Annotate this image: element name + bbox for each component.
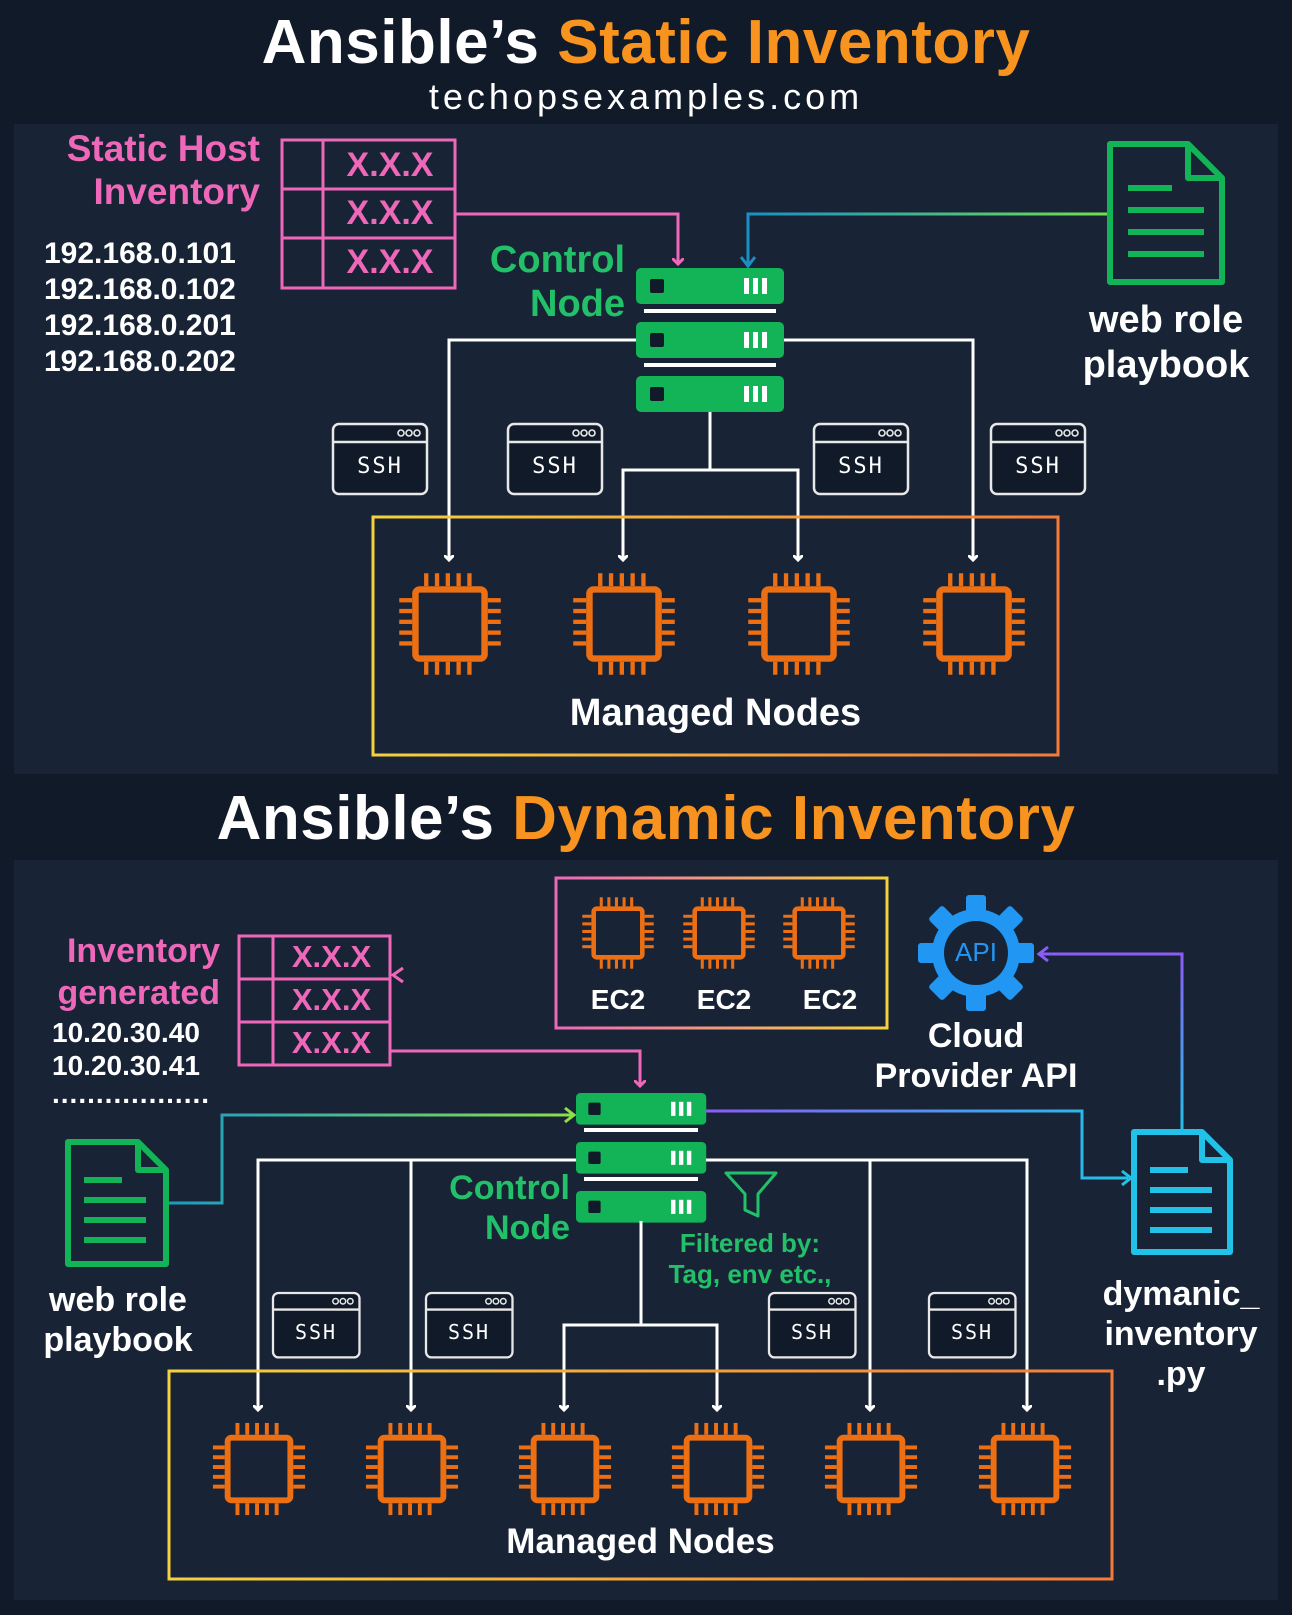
chip-icon — [923, 573, 1025, 675]
chip-icon — [213, 1423, 305, 1515]
filter-label: Filtered by: Tag, env etc., — [655, 1228, 845, 1290]
cloud-provider-label-line2: Provider API — [874, 1057, 1078, 1095]
ip-item: 192.168.0.101 — [44, 237, 236, 270]
ec2-label: EC2 — [802, 984, 858, 1015]
playbook-to-control-arrow — [168, 1113, 572, 1205]
dynamic-playbook-document-icon — [65, 1139, 169, 1267]
dynamic-managed-nodes-label: Managed Nodes — [506, 1522, 775, 1561]
dynamic-control-node-label: Control Node — [420, 1168, 570, 1248]
ssh-label: SSH — [1015, 454, 1061, 479]
ip-item: 192.168.0.102 — [44, 273, 236, 306]
static-inventory-label-line2: Inventory — [93, 170, 260, 212]
funnel-icon — [724, 1171, 778, 1218]
dynamic-inventory-label-line2: generated — [57, 974, 221, 1012]
cloud-provider-label: Cloud Provider API — [856, 1016, 1096, 1096]
control-node-label-line1: Control — [449, 1169, 570, 1207]
static-playbook-document-icon — [1107, 141, 1225, 285]
dynamic-inventory-label: Inventory generated — [30, 930, 221, 1014]
ec2-chip-icon — [582, 897, 653, 968]
playbook-label-line2: playbook — [43, 1321, 193, 1359]
dynamic-inventory-script-label: dymanic_ inventory .py — [1086, 1274, 1276, 1394]
table-to-control-arrow — [390, 1049, 640, 1086]
dynamic-playbook-label: web role playbook — [20, 1280, 216, 1360]
filter-label-line1: Filtered by: — [679, 1228, 821, 1258]
static-managed-nodes-box — [371, 515, 1060, 757]
script-label-line2: inventory — [1104, 1315, 1258, 1353]
static-playbook-label: web role playbook — [1060, 298, 1272, 388]
table-cell: X.X.X — [346, 194, 434, 232]
dynamic-ip-list: 10.20.30.40 10.20.30.41 ................… — [52, 1016, 211, 1109]
static-managed-nodes-label: Managed Nodes — [569, 692, 862, 734]
gear-icon — [918, 895, 1034, 1011]
chip-icon — [573, 573, 675, 675]
static-ip-list: 192.168.0.101 192.168.0.102 192.168.0.20… — [44, 236, 236, 380]
ssh-label: SSH — [950, 1320, 994, 1344]
ssh-label: SSH — [447, 1320, 491, 1344]
table-cell: X.X.X — [291, 939, 372, 974]
playbook-label-line2: playbook — [1082, 344, 1250, 386]
ip-item: 192.168.0.202 — [44, 345, 236, 378]
chip-icon — [366, 1423, 458, 1515]
dynamic-inventory-title: Ansible’s Dynamic Inventory — [0, 788, 1292, 850]
ssh-label: SSH — [294, 1320, 338, 1344]
dynamic-inventory-table — [237, 934, 392, 1067]
script-label-line1: dymanic_ — [1102, 1275, 1260, 1313]
static-title-prefix: Ansible’s — [261, 8, 558, 77]
playbook-to-control-arrow — [746, 212, 1108, 264]
dynamic-managed-nodes-box — [167, 1369, 1114, 1581]
table-cell: X.X.X — [346, 146, 434, 184]
ssh-label: SSH — [838, 454, 884, 479]
chip-icon — [748, 573, 850, 675]
dynamic-inventory-label-line1: Inventory — [66, 932, 220, 970]
ec2-chip-icon — [783, 897, 854, 968]
chip-icon — [672, 1423, 764, 1515]
control-node-label-line2: Node — [530, 283, 625, 325]
static-title-highlight: Static Inventory — [557, 8, 1031, 77]
ip-ellipsis: .................. — [52, 1078, 211, 1109]
dynamic-inventory-script-icon — [1131, 1129, 1233, 1255]
playbook-label-line1: web role — [49, 1281, 187, 1319]
ec2-label: EC2 — [590, 984, 646, 1015]
static-inventory-label-line1: Static Host — [66, 128, 260, 169]
script-label-line3: .py — [1156, 1355, 1206, 1393]
table-cell: X.X.X — [346, 243, 434, 281]
control-node-label-line1: Control — [489, 239, 625, 281]
static-control-node-label: Control Node — [470, 238, 625, 326]
chip-icon — [399, 573, 501, 675]
chip-icon — [979, 1423, 1071, 1515]
dynamic-title-prefix: Ansible’s — [216, 784, 513, 853]
dynamic-title-highlight: Dynamic Inventory — [512, 784, 1076, 853]
ip-item: 192.168.0.201 — [44, 309, 236, 342]
chip-icon — [825, 1423, 917, 1515]
api-icon-text: API — [955, 937, 997, 967]
ip-item: 10.20.30.40 — [52, 1017, 200, 1048]
static-control-node-server-icon — [636, 268, 784, 412]
ssh-label: SSH — [532, 454, 578, 479]
table-cell: X.X.X — [291, 982, 372, 1017]
table-cell: X.X.X — [291, 1025, 372, 1060]
control-node-label-line2: Node — [485, 1209, 570, 1247]
static-inventory-label: Static Host Inventory — [40, 128, 260, 213]
ec2-chip-icon — [683, 897, 754, 968]
cloud-provider-label-line1: Cloud — [927, 1017, 1025, 1055]
ec2-label: EC2 — [696, 984, 752, 1015]
table-to-control-arrow — [455, 212, 678, 264]
dynamic-control-node-server-icon — [576, 1093, 707, 1223]
script-to-api-arrow — [1040, 952, 1184, 1130]
ec2-instances-box — [554, 876, 889, 1030]
ssh-label: SSH — [790, 1320, 834, 1344]
site-url: techopsexamples.com — [428, 76, 864, 117]
control-to-script-arrow — [706, 1109, 1128, 1180]
static-inventory-title: Ansible’s Static Inventory — [0, 12, 1292, 74]
ssh-label: SSH — [357, 454, 403, 479]
chip-icon — [519, 1423, 611, 1515]
filter-label-line2: Tag, env etc., — [668, 1259, 832, 1289]
ip-item: 10.20.30.41 — [52, 1050, 200, 1081]
playbook-label-line1: web role — [1088, 299, 1244, 341]
